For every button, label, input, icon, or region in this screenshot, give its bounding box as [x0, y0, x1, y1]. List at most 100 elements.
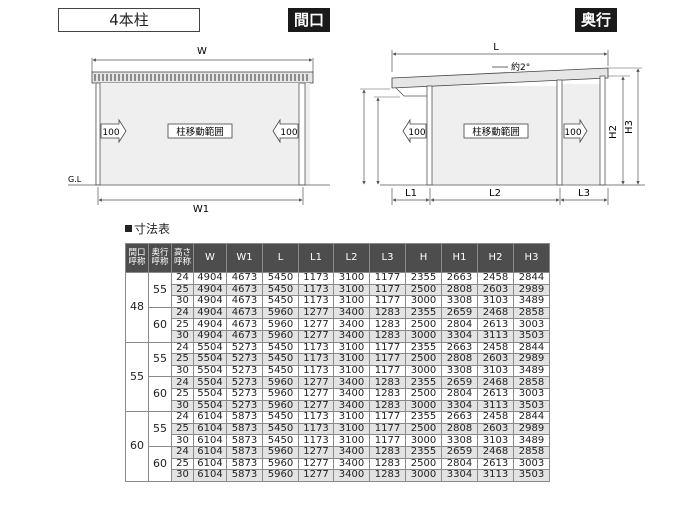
l2-cell: 3100	[333, 411, 370, 424]
column-header: 高さ呼称	[171, 243, 194, 273]
h-cell: 3000	[405, 434, 442, 447]
front-view-diagram: W G.L W1 100 100 柱移動範囲	[68, 46, 330, 215]
l2-cell: 3100	[333, 434, 370, 447]
h3-cell: 2989	[513, 353, 550, 366]
w1-cell: 5873	[226, 445, 263, 459]
l1-cell: 1277	[298, 306, 334, 320]
side-front-post	[426, 85, 433, 186]
h3-cell: 2989	[513, 422, 550, 436]
l1-cell: 1277	[298, 445, 334, 459]
l2-cell: 3400	[333, 318, 370, 331]
h-cell: 3000	[405, 364, 442, 378]
h3-cell: 3503	[513, 399, 550, 413]
h3-cell: 3003	[513, 318, 550, 331]
h2-cell: 3113	[477, 399, 514, 413]
h2-cell: 3113	[477, 469, 514, 482]
height-cell: 25	[171, 353, 194, 366]
h3-cell: 3503	[513, 469, 550, 482]
frontage-cell: 60	[125, 411, 149, 482]
h-cell: 2500	[405, 353, 442, 366]
h-cell: 2500	[405, 457, 442, 471]
h-cell: 2500	[405, 318, 442, 331]
h2-cell: 2468	[477, 306, 514, 320]
depth-cell: 55	[148, 411, 172, 447]
w1-cell: 4673	[226, 283, 263, 297]
l2-cell: 3400	[333, 399, 370, 413]
l2-cell: 3400	[333, 445, 370, 459]
w-cell: 6104	[193, 422, 227, 436]
column-header: H3	[513, 243, 550, 273]
h2-cell: 2603	[477, 283, 514, 297]
l-cell: 5960	[262, 469, 299, 482]
w1-cell: 4673	[226, 306, 263, 320]
l3-cell: 1177	[369, 341, 406, 355]
column-header: 奥行呼称	[148, 243, 172, 273]
l1-cell: 1173	[298, 295, 334, 308]
h2-cell: 2458	[477, 341, 514, 355]
column-header: H	[405, 243, 442, 273]
l-cell: 5450	[262, 341, 299, 355]
height-cell: 24	[171, 272, 194, 285]
h2-cell: 2603	[477, 353, 514, 366]
h3-cell: 2844	[513, 272, 550, 285]
h1-cell: 3304	[441, 469, 478, 482]
h3-cell: 2858	[513, 306, 550, 320]
l2-cell: 3100	[333, 353, 370, 366]
l1-cell: 1277	[298, 318, 334, 331]
l1-cell: 1173	[298, 364, 334, 378]
w-cell: 4904	[193, 272, 227, 285]
l-cell: 5960	[262, 387, 299, 401]
h1-cell: 2808	[441, 283, 478, 297]
h3-cell: 3003	[513, 457, 550, 471]
l-label: L	[493, 42, 499, 53]
h3-cell: 2858	[513, 376, 550, 389]
w1-cell: 5273	[226, 387, 263, 401]
column-header: 間口呼称	[125, 243, 149, 273]
h2-cell: 3103	[477, 434, 514, 447]
depth-cell: 55	[148, 272, 172, 308]
l3-cell: 1177	[369, 422, 406, 436]
frontage-cell: 48	[125, 272, 149, 343]
l-cell: 5450	[262, 283, 299, 297]
h2-cell: 2613	[477, 387, 514, 401]
right-arrow-icon	[100, 118, 127, 144]
height-cell: 24	[171, 341, 194, 355]
h3-cell: 3003	[513, 387, 550, 401]
h1-cell: 3308	[441, 295, 478, 308]
h-cell: 3000	[405, 329, 442, 343]
h3-cell: 2844	[513, 411, 550, 424]
l1-cell: 1173	[298, 272, 334, 285]
h2-cell: 2603	[477, 422, 514, 436]
l2-label: L2	[489, 188, 501, 199]
l2-cell: 3100	[333, 364, 370, 378]
l3-cell: 1177	[369, 283, 406, 297]
h2-cell: 3103	[477, 295, 514, 308]
w-cell: 5504	[193, 364, 227, 378]
height-cell: 25	[171, 422, 194, 436]
column-header: W1	[226, 243, 263, 273]
h1-cell: 2663	[441, 341, 478, 355]
h2-cell: 2468	[477, 445, 514, 459]
l3-label: L3	[578, 188, 590, 199]
l2-cell: 3100	[333, 295, 370, 308]
h-cell: 2355	[405, 272, 442, 285]
column-header: L3	[369, 243, 406, 273]
w1-cell: 4673	[226, 295, 263, 308]
l-cell: 5450	[262, 295, 299, 308]
l3-cell: 1283	[369, 387, 406, 401]
w1-cell: 5273	[226, 353, 263, 366]
frontage-cell: 55	[125, 341, 149, 413]
h-cell: 3000	[405, 399, 442, 413]
depth-cell: 55	[148, 341, 172, 378]
h1-cell: 2659	[441, 306, 478, 320]
w1-cell: 5273	[226, 399, 263, 413]
